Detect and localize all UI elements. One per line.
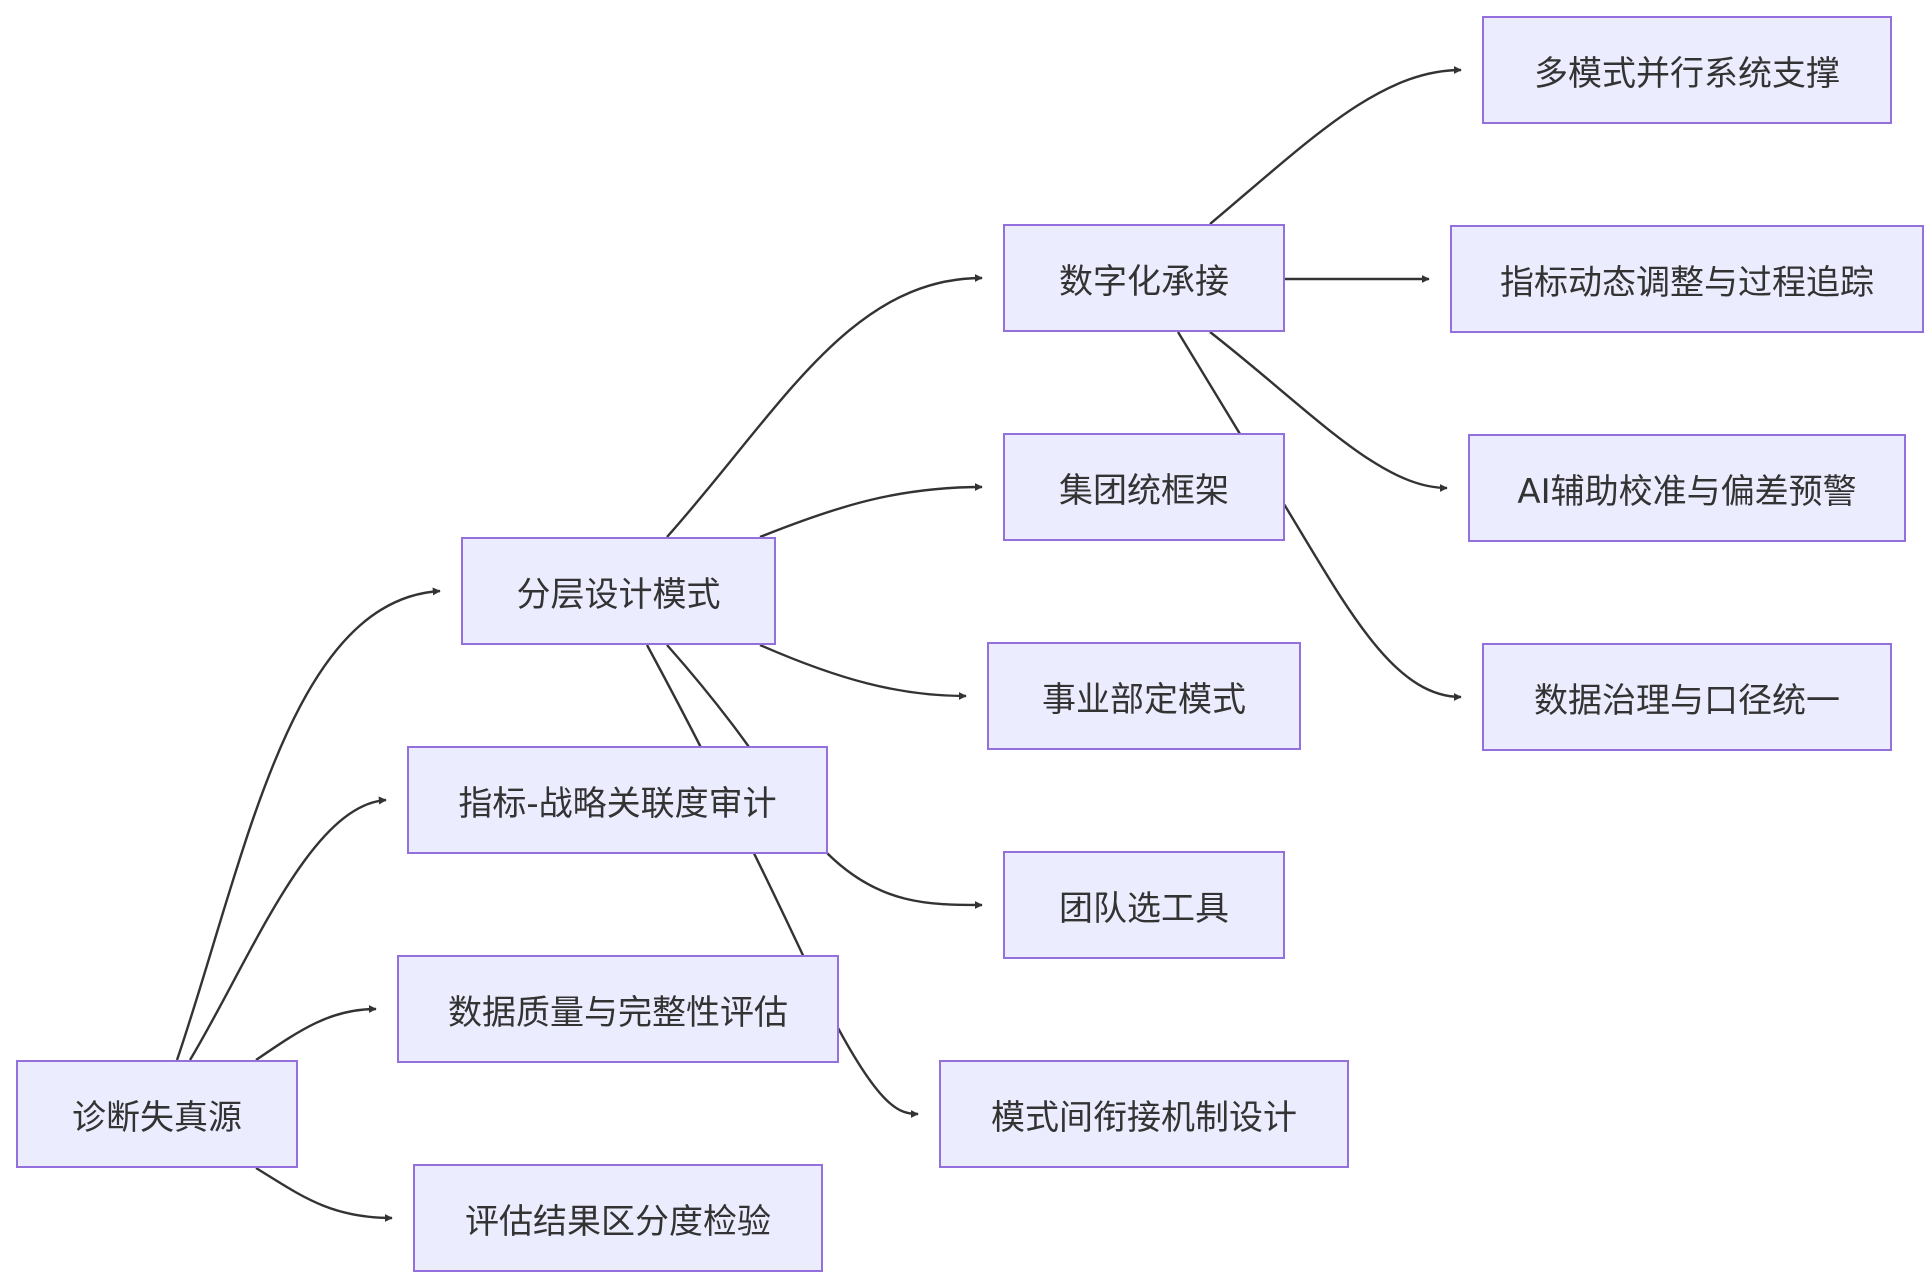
node-label: 数据治理与口径统一 [1534,680,1840,721]
edge-digital-to-multi [1209,66,1462,225]
node-ai-calibration-warning: AI辅助校准与偏差预警 [1468,434,1906,542]
node-label: 团队选工具 [1059,888,1229,929]
node-business-unit-mode: 事业部定模式 [987,642,1301,750]
node-discrimination-test: 评估结果区分度检验 [413,1164,823,1272]
node-strategy-alignment-audit: 指标-战略关联度审计 [407,746,828,854]
node-label: 事业部定模式 [1042,679,1246,720]
edge-digital-to-ai [1209,331,1448,492]
edge-diag-to-disc [255,1166,393,1222]
node-label: 数据质量与完整性评估 [448,992,788,1033]
node-group-unified-framework: 集团统框架 [1003,433,1285,541]
edge-layer-to-group [759,483,983,539]
node-mode-bridging-mechanism: 模式间衔接机制设计 [939,1060,1349,1168]
node-label: 分层设计模式 [516,574,721,615]
node-diagnose-distortion-source: 诊断失真源 [16,1060,298,1168]
edge-diag-to-dq [255,1005,377,1061]
node-label: 数字化承接 [1059,261,1229,302]
node-label: 模式间衔接机制设计 [991,1097,1297,1138]
node-label: 多模式并行系统支撑 [1534,53,1840,94]
node-label: 评估结果区分度检验 [465,1201,771,1242]
node-label: 指标动态调整与过程追踪 [1500,262,1874,303]
node-team-tool-selection: 团队选工具 [1003,851,1285,959]
node-multi-mode-system-support: 多模式并行系统支撑 [1482,16,1892,124]
edge-layer-to-digital [666,274,983,538]
edge-diag-to-align [188,796,387,1061]
edge-diag-to-layer [175,587,441,1061]
edge-layer-to-bu [759,643,967,700]
node-label: 集团统框架 [1059,470,1229,511]
node-data-quality-assessment: 数据质量与完整性评估 [397,955,839,1063]
node-label: 指标-战略关联度审计 [458,783,777,824]
node-dynamic-adjustment-tracking: 指标动态调整与过程追踪 [1450,225,1924,333]
node-layered-design-mode: 分层设计模式 [461,537,776,645]
node-data-governance-unification: 数据治理与口径统一 [1482,643,1892,751]
node-digital-undertaking: 数字化承接 [1003,224,1285,332]
node-label: AI辅助校准与偏差预警 [1517,471,1857,512]
node-label: 诊断失真源 [72,1097,242,1138]
